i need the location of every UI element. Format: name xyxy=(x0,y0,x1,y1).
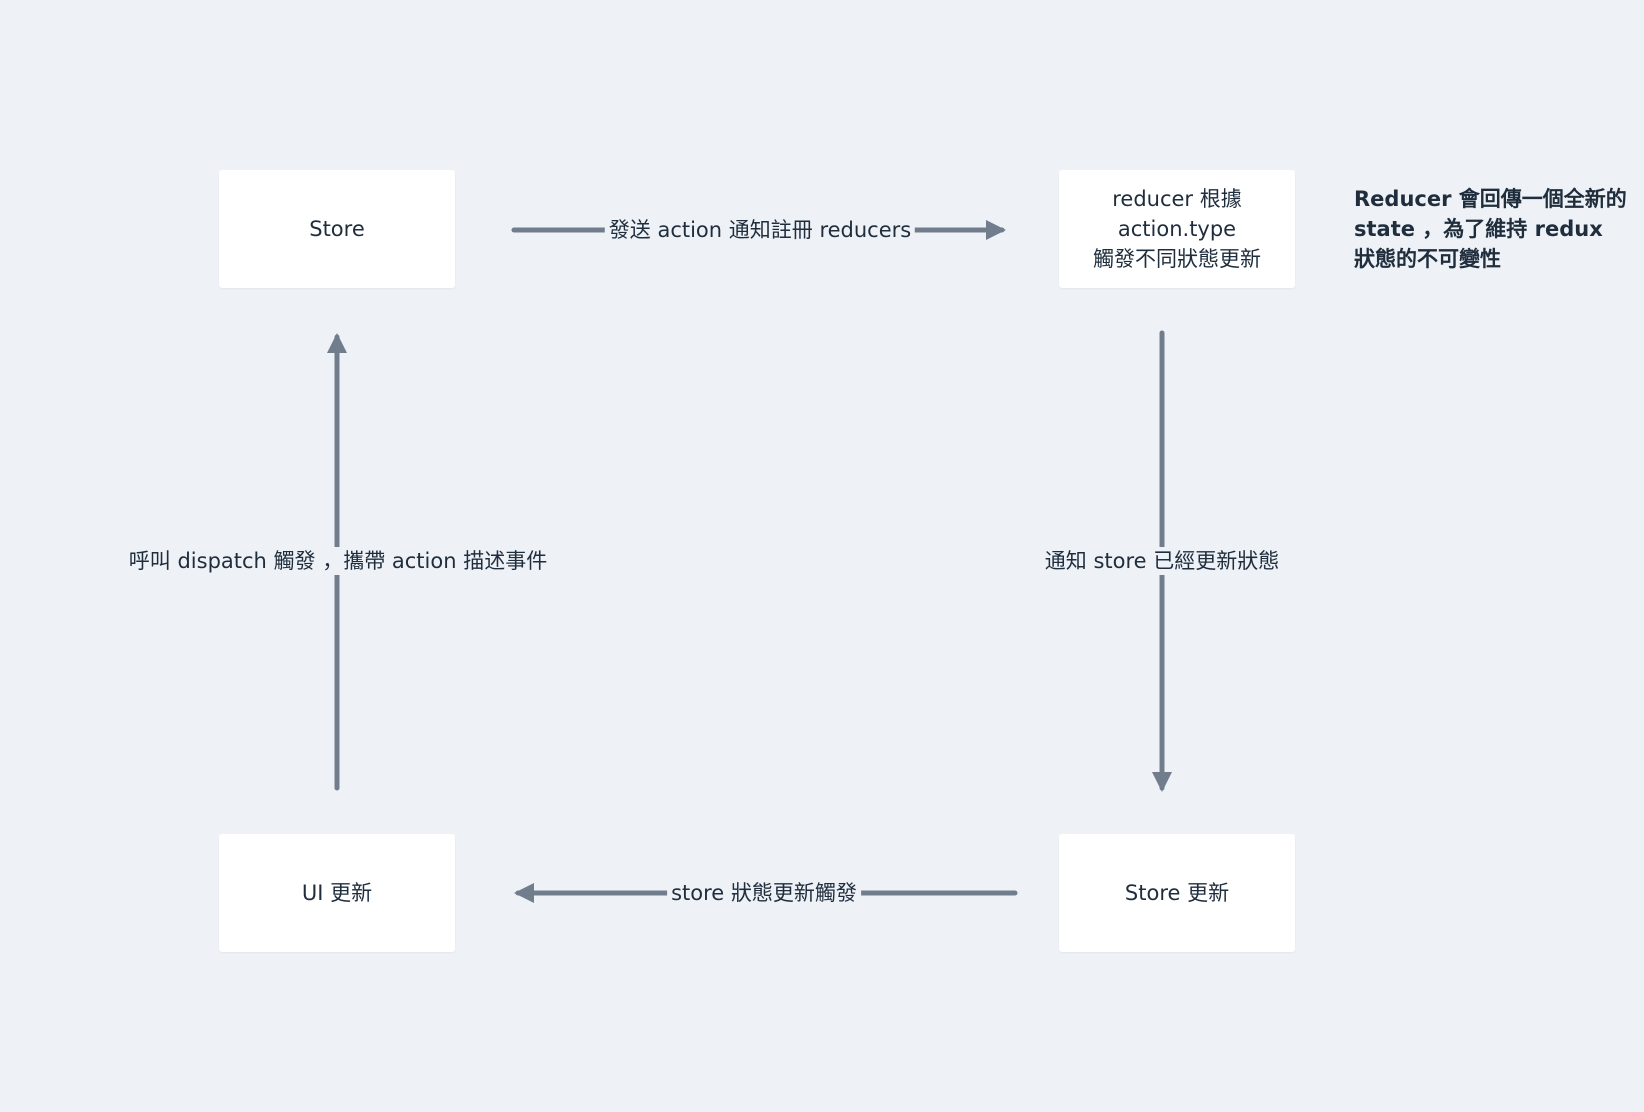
node-reducer: reducer 根據 action.type 觸發不同狀態更新 xyxy=(1059,170,1295,288)
node-ui-update: UI 更新 xyxy=(219,834,455,952)
node-reducer-label: reducer 根據 action.type 觸發不同狀態更新 xyxy=(1093,187,1261,271)
edge-send-action-label: 發送 action 通知註冊 reducers xyxy=(604,216,916,244)
edge-dispatch-label: 呼叫 dispatch 觸發 ，攜帶 action 描述事件 xyxy=(124,547,552,575)
node-store-label: Store xyxy=(309,217,365,241)
node-store: Store xyxy=(219,170,455,288)
node-ui-update-label: UI 更新 xyxy=(301,881,373,905)
edge-notify-store-label: 通知 store 已經更新狀態 xyxy=(1040,547,1284,575)
reducer-annotation: Reducer 會回傳一個全新的 state ，為了維持 redux 狀態的不可… xyxy=(1354,187,1627,271)
edge-store-triggers-label: store 狀態更新觸發 xyxy=(667,879,861,907)
node-store-updated-label: Store 更新 xyxy=(1124,881,1230,905)
node-store-updated: Store 更新 xyxy=(1059,834,1295,952)
